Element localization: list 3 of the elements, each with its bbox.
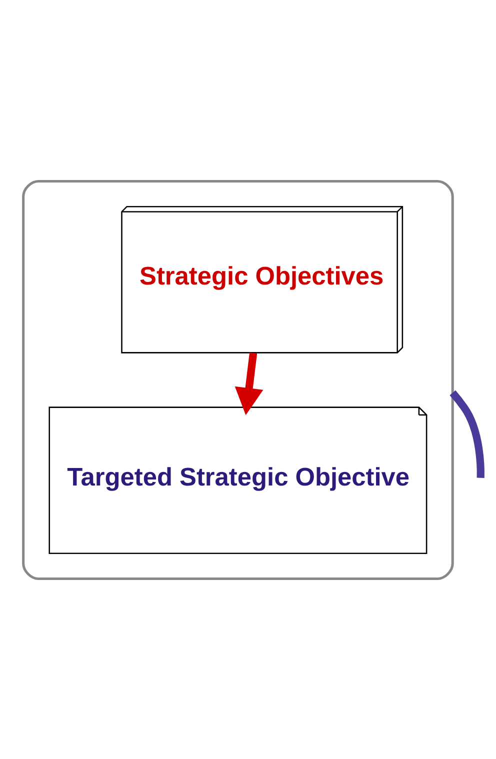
connector bbox=[450, 390, 484, 478]
cluster bbox=[22, 179, 454, 580]
arrow bbox=[234, 352, 264, 415]
